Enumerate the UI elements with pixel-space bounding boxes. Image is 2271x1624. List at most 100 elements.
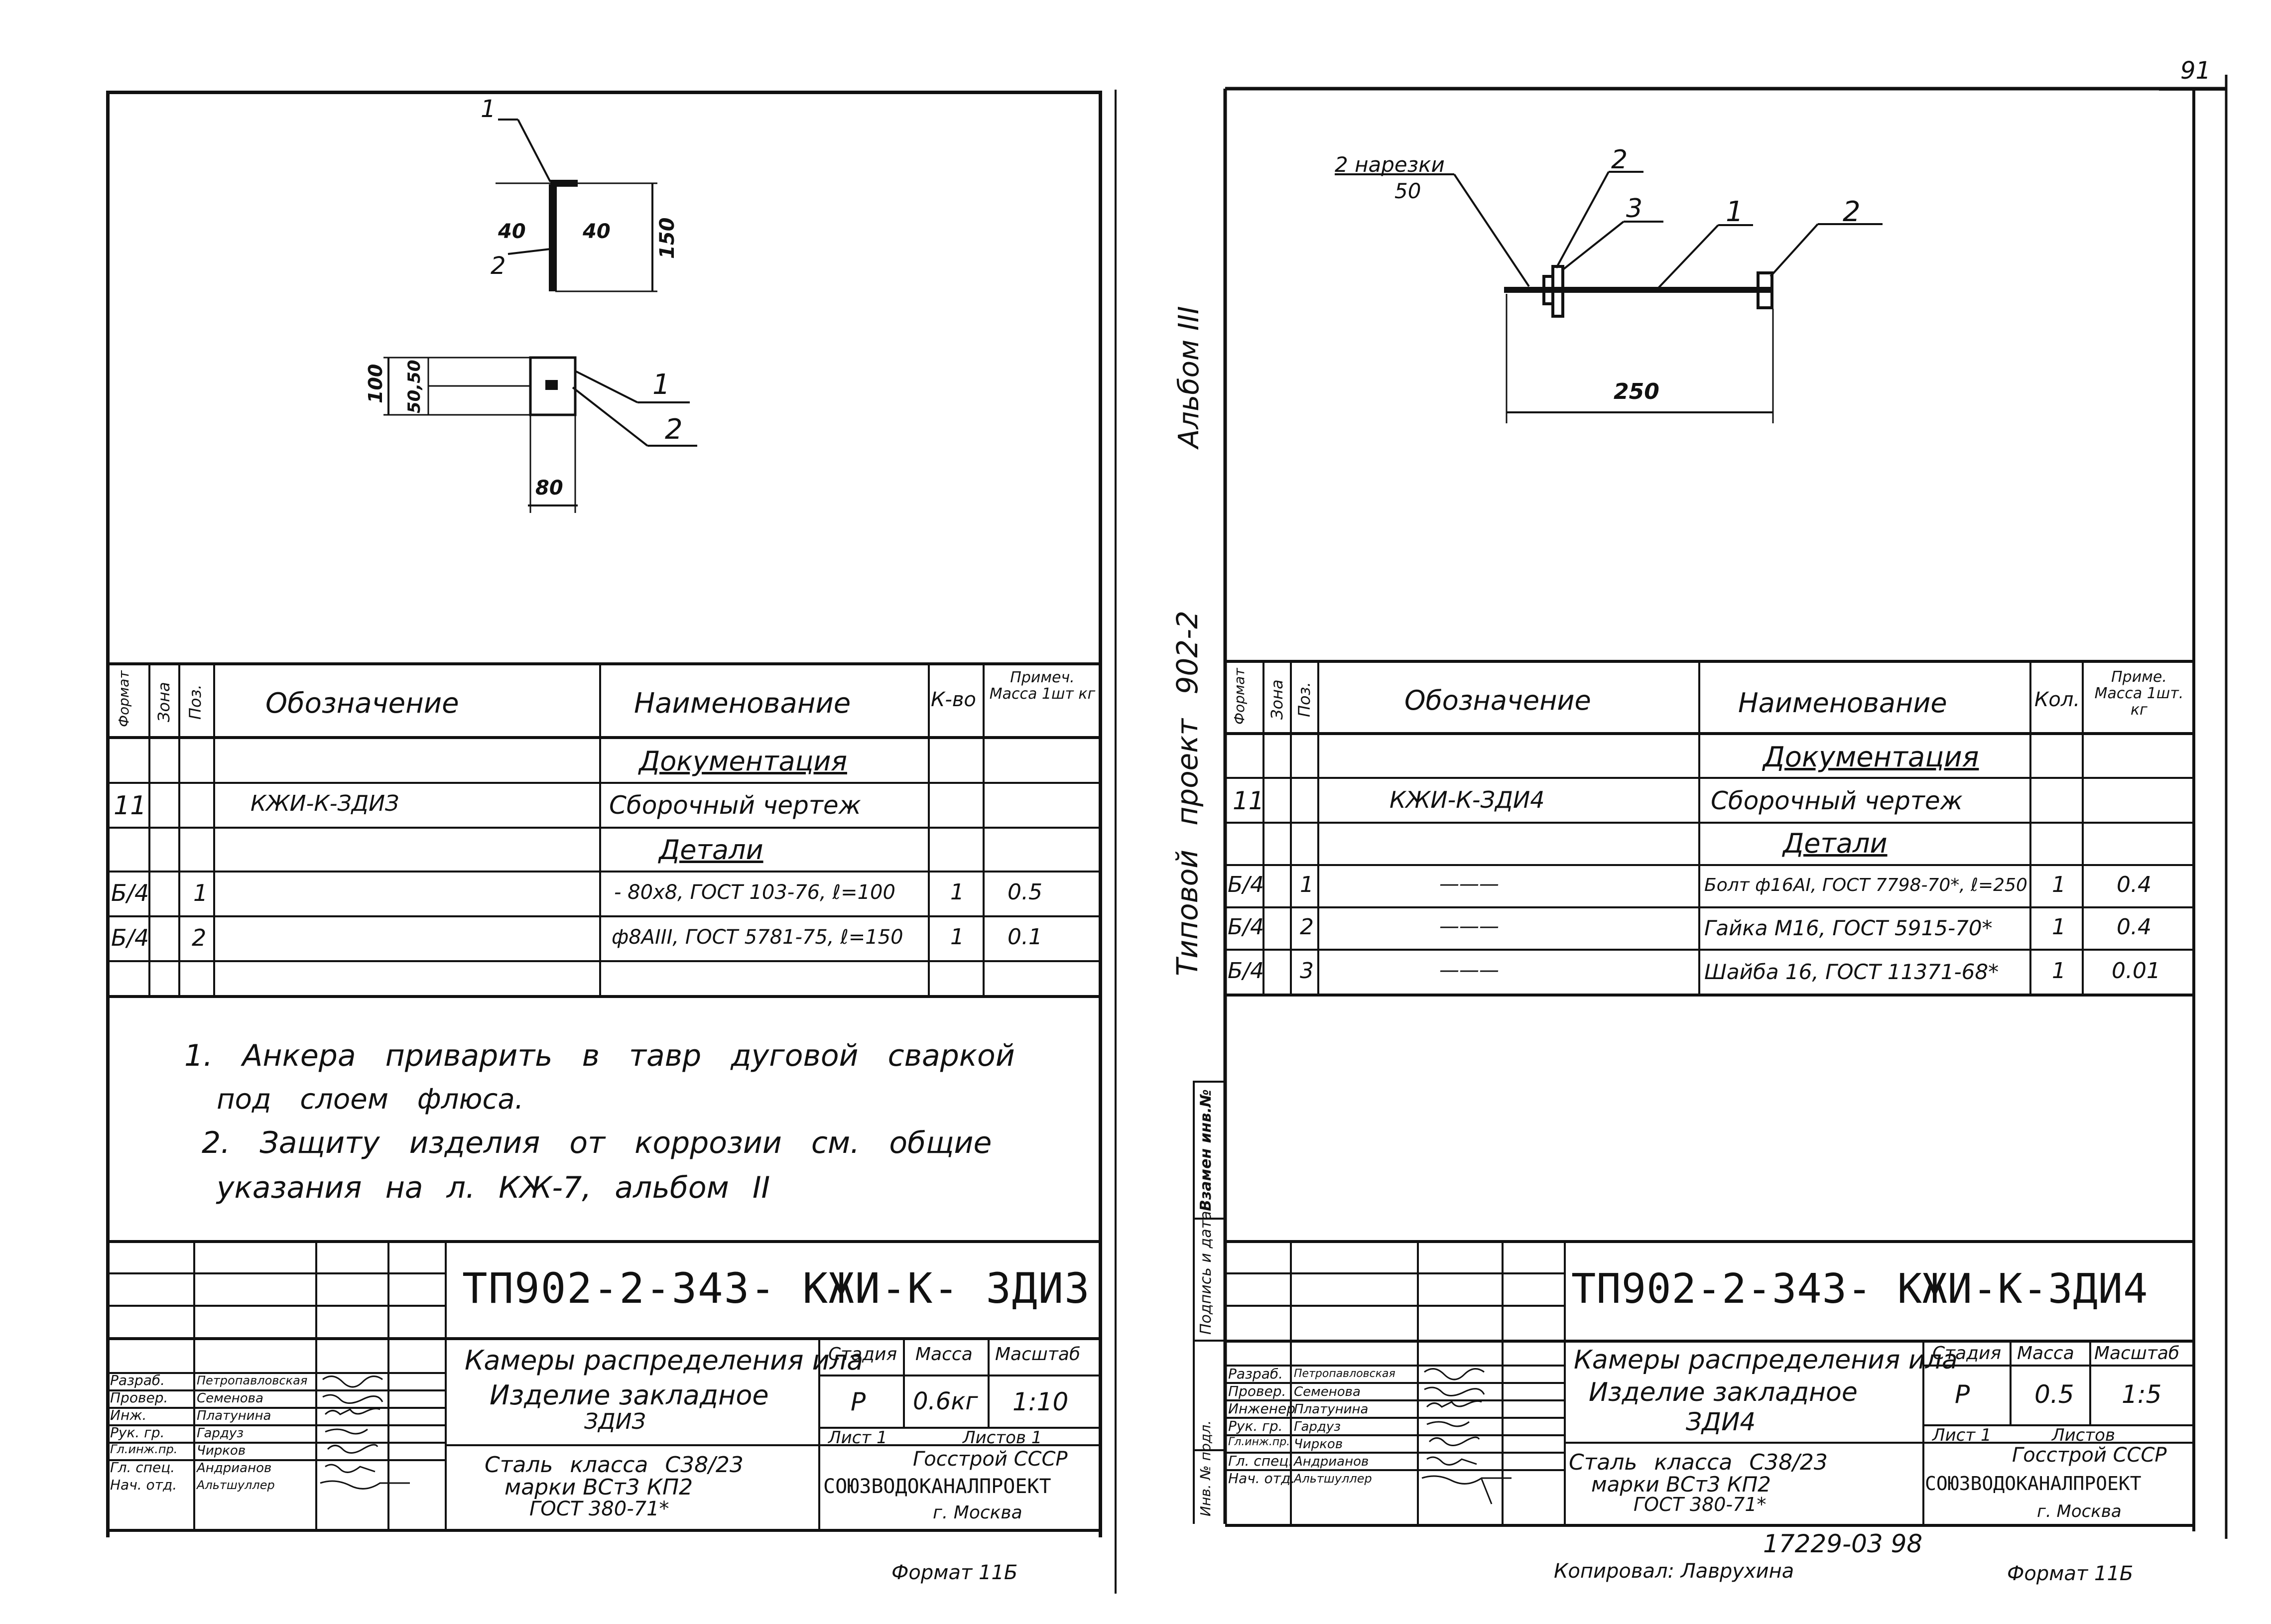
left-spec-row2-format: 11 — [114, 791, 147, 821]
right-spec-row4-note: 0.4 — [2117, 872, 2151, 897]
left-material-line2: марки ВСт3 КП2 — [505, 1475, 693, 1500]
left-title-line3: ЗДИЗ — [584, 1409, 646, 1434]
left-role-5-name: Чирков — [197, 1443, 246, 1458]
right-spec-row4-pos: 1 — [1300, 872, 1314, 897]
right-org-line1: Госстрой СССР — [2012, 1444, 2167, 1467]
right-material-line2: марки ВСт3 КП2 — [1591, 1472, 1771, 1497]
left-spec-row2-designation: КЖИ-К-ЗДИЗ — [251, 791, 399, 816]
left-drawing-code: ТП902-2-343- КЖИ-К- ЗДИЗ — [462, 1264, 1091, 1313]
left-dim-100: 100 — [365, 364, 386, 403]
right-sheet-no: Лист 1 — [1932, 1425, 1992, 1445]
left-title-line2: Изделие закладное — [490, 1379, 769, 1411]
left-role-3: Инж. — [110, 1407, 147, 1423]
right-spec-row1-name: Документация — [1763, 741, 1979, 773]
right-signatures — [1421, 1368, 1512, 1504]
right-spec-row3-name: Детали — [1783, 828, 1888, 859]
right-role-2: Провер. — [1228, 1383, 1286, 1399]
right-spec-header-qty: Кол. — [2034, 688, 2080, 711]
left-title-line1: Камеры распределения ила — [465, 1345, 864, 1376]
right-format-note: Формат 11Б — [2007, 1562, 2134, 1585]
left-role-6: Гл. спец. — [110, 1459, 175, 1476]
left-role-7-name: Альтшуллер — [197, 1478, 275, 1492]
right-sign-date: Подпись и дата — [1197, 1211, 1215, 1335]
left-role-5: Гл.инж.пр. — [110, 1442, 178, 1456]
left-dim-150: 150 — [656, 217, 679, 259]
left-spec-row2-name: Сборочный чертеж — [609, 791, 861, 820]
right-dim-250: 250 — [1614, 379, 1659, 404]
left-callout-plan-1: 1 — [652, 369, 670, 401]
right-callout-2b: 2 — [1843, 196, 1861, 228]
left-spec-header-name: Наименование — [634, 687, 851, 720]
right-spec-row5-name: Гайка М16, ГОСТ 5915-70* — [1704, 916, 1993, 940]
right-spec-header-designation: Обозначение — [1404, 685, 1591, 716]
page-number: 91 — [2180, 57, 2211, 85]
left-dim-80: 80 — [535, 477, 563, 500]
right-org-line3: г. Москва — [2037, 1501, 2122, 1521]
right-spec-header-zone: Зона — [1267, 679, 1286, 720]
right-role-7-name: Альтшуллер — [1294, 1472, 1372, 1486]
left-spec-row5-pos: 2 — [192, 924, 207, 951]
right-spec-row5-pos: 2 — [1300, 914, 1314, 940]
right-spec-row6-note: 0.01 — [2112, 958, 2160, 984]
left-note-2: 2. Защиту изделия от коррозии см. общие — [202, 1125, 992, 1160]
left-title-block: ТП902-2-343- КЖИ-К- ЗДИЗ Камеры распреде… — [106, 1240, 1102, 1539]
left-spec-row3-name: Детали — [659, 834, 763, 866]
right-role-3: Инженер — [1228, 1400, 1296, 1417]
right-spec-row4-format: Б/4 — [1228, 872, 1264, 897]
right-role-1: Разраб. — [1228, 1366, 1283, 1382]
right-role-1-name: Петропавловская — [1294, 1368, 1395, 1380]
left-spec-header-zone: Зона — [154, 682, 173, 722]
left-spec-table: Формат Зона Поз. Обозначение Наименовани… — [106, 662, 1102, 998]
right-role-4: Рук. гр. — [1228, 1418, 1283, 1434]
right-callout-3: 3 — [1626, 194, 1643, 224]
left-role-4-name: Гардуз — [197, 1426, 244, 1441]
right-stage-label: Стадия — [1932, 1343, 2002, 1364]
right-spec-row6-pos: 3 — [1300, 958, 1314, 984]
right-spec-row2-designation: КЖИ-К-ЗДИ4 — [1389, 786, 1545, 813]
right-role-6-name: Андрианов — [1294, 1454, 1369, 1469]
right-drawing-code: ТП902-2-343- КЖИ-К-ЗДИ4 — [1571, 1265, 2148, 1313]
right-inv-no: Инв. № подл. — [1197, 1420, 1214, 1516]
right-scale: 1:5 — [2122, 1380, 2162, 1409]
right-copied-by: Копировал: Лаврухина — [1554, 1560, 1794, 1583]
right-side-strip: Взамен инв.№ Подпись и дата Инв. № подл. — [1193, 1081, 1225, 1524]
left-signatures — [320, 1375, 410, 1490]
right-spec-row2-format: 11 — [1233, 786, 1264, 815]
right-spec-row4-name: Болт ф16АI, ГОСТ 7798-70*, ℓ=250 — [1704, 875, 2027, 895]
left-role-2: Провер. — [110, 1389, 168, 1406]
left-org-line1: Госстрой СССР — [913, 1448, 1068, 1471]
right-thread-len: 50 — [1394, 179, 1421, 203]
left-stage-label: Стадия — [828, 1344, 897, 1365]
left-format-note: Формат 11Б — [891, 1561, 1018, 1584]
right-thread-note: 2 нарезки — [1335, 152, 1445, 177]
right-spec-header-note: Приме. Масса 1шт. кг — [2094, 668, 2184, 719]
left-callout-plan-2: 2 — [665, 413, 683, 446]
right-spec-row4-designation: ——— — [1439, 873, 1499, 895]
right-org-line2: СОЮЗВОДОКАНАЛПРОЕКТ — [1925, 1473, 2142, 1495]
right-spec-row2-name: Сборочный чертеж — [1711, 786, 1963, 815]
right-title-block: ТП902-2-343- КЖИ-К-ЗДИ4 Камеры распредел… — [1225, 1240, 2194, 1529]
left-spec-header-format: Формат — [116, 670, 132, 727]
left-spec-row1-name: Документация — [639, 746, 847, 777]
right-spec-row5-designation: ——— — [1439, 915, 1499, 938]
right-role-5-name: Чирков — [1294, 1437, 1343, 1452]
left-role-6-name: Андрианов — [197, 1461, 272, 1476]
left-mass-label: Масса — [915, 1344, 973, 1365]
right-role-7: Нач. отд. — [1228, 1470, 1295, 1487]
left-scale: 1:10 — [1012, 1387, 1069, 1416]
left-spec-row4-note: 0.5 — [1008, 879, 1042, 905]
left-spec-header-designation: Обозначение — [265, 687, 459, 720]
left-callout-2: 2 — [491, 252, 506, 280]
left-spec-row5-note: 0.1 — [1008, 924, 1042, 950]
left-stage: Р — [851, 1387, 866, 1416]
left-role-3-name: Платунина — [197, 1408, 271, 1423]
right-title-line2: Изделие закладное — [1589, 1377, 1858, 1407]
right-project-label: Типовой проект 902-2 — [1170, 610, 1204, 976]
left-mass: 0.6кг — [913, 1387, 978, 1415]
right-spec-row6-format: Б/4 — [1228, 958, 1264, 984]
right-spec-row6-designation: ——— — [1439, 959, 1499, 982]
right-material-line1: Сталь класса С38/23 — [1569, 1450, 1828, 1475]
right-inv-orig: Взамен инв.№ — [1197, 1089, 1215, 1211]
right-spec-header-pos: Поз. — [1295, 682, 1314, 717]
right-role-2-name: Семенова — [1294, 1384, 1361, 1399]
